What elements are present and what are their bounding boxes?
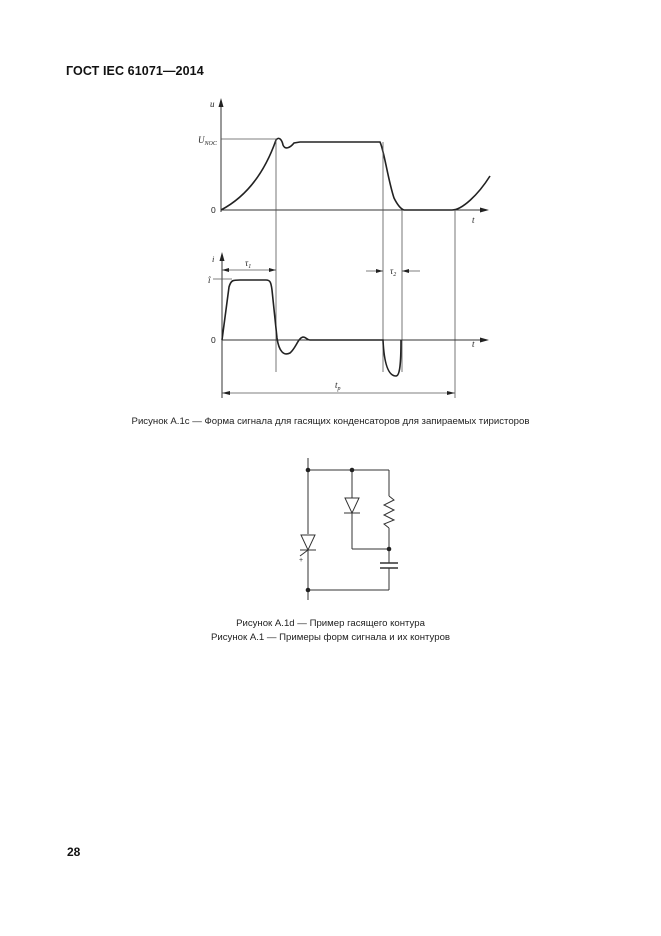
current-waveform-plot: i î 0 t τ1 τ2 tp (208, 252, 489, 398)
snubber-circuit-schematic: + (299, 458, 398, 600)
tp-label: tp (335, 380, 341, 392)
t-axis-lower-arrow-icon (480, 337, 489, 343)
tp-right-arrow-icon (447, 391, 455, 395)
page-number: 28 (67, 845, 81, 859)
tau2-left-arrow-icon (376, 269, 383, 273)
junction-dot-top-middle (349, 467, 355, 473)
current-curve (221, 279, 402, 377)
gate-plus-mark: + (299, 557, 303, 564)
upper-zero-label: 0 (211, 205, 216, 215)
i-axis-arrow-icon (219, 252, 225, 261)
tau1-right-arrow-icon (269, 268, 276, 272)
tp-left-arrow-icon (222, 391, 230, 395)
i-peak-label: î (208, 275, 211, 285)
gto-thyristor-icon (300, 534, 316, 552)
lower-zero-label: 0 (211, 335, 216, 345)
lower-t-label: t (472, 339, 475, 349)
junction-dot-right (386, 546, 392, 552)
unoc-label: UNOC (198, 135, 218, 147)
document-header: ГОСТ IEC 61071—2014 (66, 64, 204, 78)
voltage-curve (220, 137, 491, 211)
figure-a1d-caption: Рисунок А.1d — Пример гасящего контура (236, 618, 425, 629)
junction-dot-bottom (305, 587, 311, 593)
figure-a1-caption: Рисунок А.1 — Примеры форм сигнала и их … (210, 632, 451, 643)
tau1-label: τ1 (245, 258, 251, 270)
i-axis-label: i (212, 254, 215, 264)
timing-guides (275, 139, 456, 398)
figure-a1c-caption: Рисунок А.1с — Форма сигнала для гасящих… (131, 416, 530, 427)
u-axis-label: u (210, 99, 215, 109)
voltage-waveform-plot: u UNOC 0 t (198, 98, 491, 225)
resistor-icon (382, 495, 396, 529)
t-axis-upper-arrow-icon (480, 207, 489, 213)
tau1-left-arrow-icon (222, 268, 229, 272)
gto-gate-lead (299, 549, 309, 557)
tau2-right-arrow-icon (402, 269, 409, 273)
upper-t-label: t (472, 215, 475, 225)
junction-dot-top-left (305, 467, 311, 473)
tau2-label: τ2 (390, 266, 396, 278)
diode-icon (344, 497, 360, 515)
u-axis-arrow-icon (218, 98, 224, 107)
